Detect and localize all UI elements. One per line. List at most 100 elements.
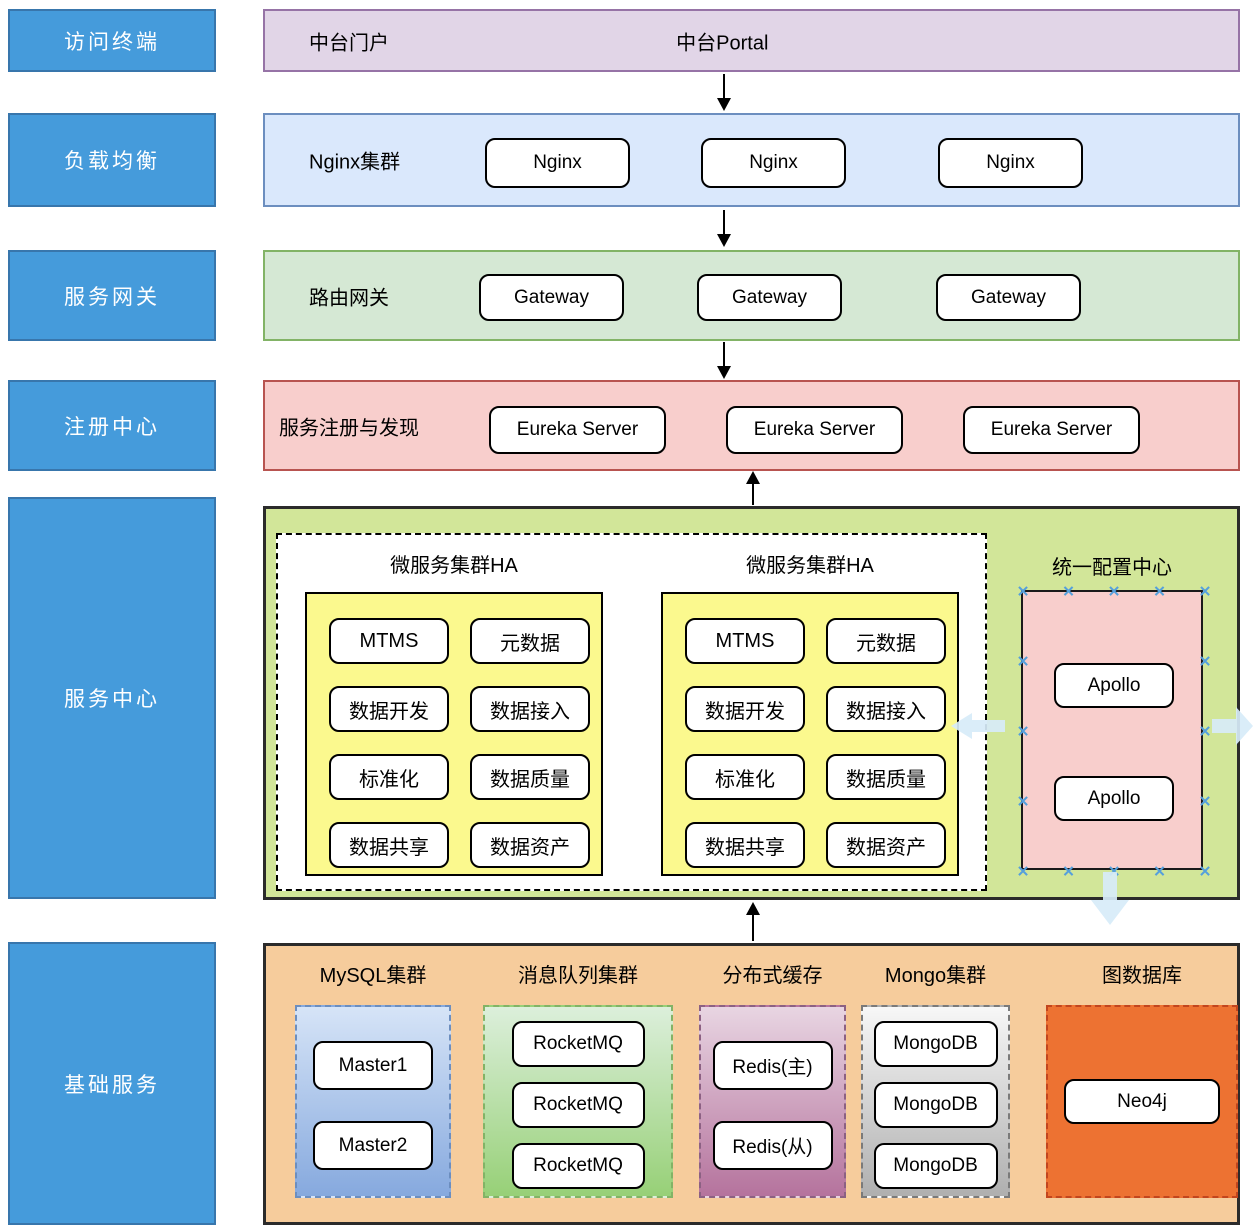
selection-handle-icon[interactable]: ✕ [1153,583,1166,601]
ha-cluster-title: 微服务集群HA [746,555,874,577]
sidebar-label: 负载均衡 [64,150,160,173]
sidebar-label: 服务网关 [64,285,160,309]
lb-row-label: Nginx集群 [309,151,401,174]
portal-bar[interactable]: 中台门户 中台Portal [263,9,1240,72]
flow-arrow-down-icon[interactable] [716,210,732,247]
mysql-cluster-box[interactable]: Master1 Master2 [295,1005,451,1198]
nginx-node[interactable]: Nginx [701,138,846,188]
gateway-node[interactable]: Gateway [479,274,624,321]
ha-cluster-title: 微服务集群HA [390,555,518,577]
mq-cluster-box[interactable]: RocketMQ RocketMQ RocketMQ [483,1005,673,1198]
chip-standardization[interactable]: 标准化 [685,754,805,800]
selection-handle-icon[interactable]: ✕ [1016,723,1030,741]
sidebar-basic-services[interactable]: 基础服务 [8,942,216,1225]
config-sync-arrow-left-icon[interactable] [951,712,1005,740]
config-sync-arrow-down-icon[interactable] [1091,872,1129,926]
chip-data-access[interactable]: 数据接入 [826,686,946,732]
mysql-master1-node[interactable]: Master1 [313,1041,433,1090]
microservice-ha-container[interactable]: 微服务集群HA 微服务集群HA MTMS 元数据 数据开发 数据接入 标准化 数… [276,533,987,891]
chip-data-asset[interactable]: 数据资产 [470,822,590,868]
selection-handle-icon[interactable]: ✕ [1198,793,1212,811]
load-balancer-bar[interactable]: Nginx集群 Nginx Nginx Nginx [263,113,1240,207]
sidebar-registry-center[interactable]: 注册中心 [8,380,216,471]
nginx-node[interactable]: Nginx [485,138,630,188]
flow-arrow-down-icon[interactable] [716,74,732,111]
mq-group-title: 消息队列集群 [518,965,638,987]
gateway-row-label: 路由网关 [309,287,389,309]
mongodb-node[interactable]: MongoDB [873,1082,998,1128]
sidebar-load-balancer[interactable]: 负载均衡 [8,113,216,207]
ha-cluster-box-1[interactable]: MTMS 元数据 数据开发 数据接入 标准化 数据质量 数据共享 数据资产 [305,592,603,876]
rocketmq-node[interactable]: RocketMQ [511,1082,645,1128]
selection-handle-icon[interactable]: ✕ [1016,583,1030,601]
sidebar-service-gateway[interactable]: 服务网关 [8,250,216,341]
chip-data-sharing[interactable]: 数据共享 [685,822,805,868]
selection-handle-icon[interactable]: ✕ [1062,863,1075,881]
selection-handle-icon[interactable]: ✕ [1107,583,1121,601]
rocketmq-node[interactable]: RocketMQ [511,1021,645,1067]
chip-data-asset[interactable]: 数据资产 [826,822,946,868]
chip-data-dev[interactable]: 数据开发 [685,686,805,732]
graphdb-box[interactable]: Neo4j [1046,1005,1238,1198]
selection-handle-icon[interactable]: ✕ [1198,863,1212,881]
registry-bar[interactable]: 服务注册与发现 Eureka Server Eureka Server Eure… [263,380,1240,471]
selection-handle-icon[interactable]: ✕ [1198,653,1212,671]
selection-handle-icon[interactable]: ✕ [1153,863,1166,881]
eureka-node[interactable]: Eureka Server [726,406,903,454]
sidebar-service-center[interactable]: 服务中心 [8,497,216,899]
registry-row-label: 服务注册与发现 [279,417,419,439]
selection-handle-icon[interactable]: ✕ [1062,583,1075,601]
mongodb-node[interactable]: MongoDB [873,1143,998,1189]
redis-cache-box[interactable]: Redis(主) Redis(从) [699,1005,846,1198]
mongo-cluster-box[interactable]: MongoDB MongoDB MongoDB [861,1005,1010,1198]
service-center-area[interactable]: 微服务集群HA 微服务集群HA MTMS 元数据 数据开发 数据接入 标准化 数… [263,506,1240,900]
sidebar-label: 访问终端 [64,30,160,54]
chip-data-sharing[interactable]: 数据共享 [329,822,449,868]
selection-handle-icon[interactable]: ✕ [1016,653,1030,671]
selection-handle-icon[interactable]: ✕ [1016,793,1030,811]
cache-group-title: 分布式缓存 [722,965,823,987]
gateway-node[interactable]: Gateway [936,274,1081,321]
apollo-node[interactable]: Apollo [1054,663,1174,708]
config-center-box[interactable]: Apollo Apollo ✕✕✕✕✕✕✕✕✕✕✕✕✕✕✕✕ [1017,585,1212,880]
eureka-node[interactable]: Eureka Server [963,406,1140,454]
chip-metadata[interactable]: 元数据 [470,618,590,664]
flow-arrow-up-icon[interactable] [745,471,761,505]
mysql-group-title: MySQL集群 [319,965,427,987]
config-sync-arrow-right-icon[interactable] [1212,706,1253,746]
portal-row-label: 中台门户 [309,32,389,54]
redis-master-node[interactable]: Redis(主) [712,1041,833,1090]
selection-handle-icon[interactable]: ✕ [1198,583,1212,601]
redis-slave-node[interactable]: Redis(从) [712,1121,833,1170]
mongo-group-title: Mongo集群 [884,965,987,987]
sidebar-label: 注册中心 [64,415,160,439]
portal-node-label: 中台Portal [676,32,769,54]
nginx-node[interactable]: Nginx [938,138,1083,188]
gateway-node[interactable]: Gateway [697,274,842,321]
apollo-node[interactable]: Apollo [1054,776,1174,821]
sidebar-label: 基础服务 [64,1073,160,1097]
chip-data-dev[interactable]: 数据开发 [329,686,449,732]
sidebar-access-terminal[interactable]: 访问终端 [8,9,216,72]
mysql-master2-node[interactable]: Master2 [313,1121,433,1170]
selection-handle-icon[interactable]: ✕ [1198,723,1212,741]
ha-cluster-box-2[interactable]: MTMS 元数据 数据开发 数据接入 标准化 数据质量 数据共享 数据资产 [661,592,959,876]
chip-data-quality[interactable]: 数据质量 [826,754,946,800]
flow-arrow-down-icon[interactable] [716,342,732,379]
mongodb-node[interactable]: MongoDB [873,1021,998,1067]
rocketmq-node[interactable]: RocketMQ [511,1143,645,1189]
gateway-bar[interactable]: 路由网关 Gateway Gateway Gateway [263,250,1240,341]
chip-mtms[interactable]: MTMS [685,618,805,664]
basic-services-area[interactable]: MySQL集群 消息队列集群 分布式缓存 Mongo集群 图数据库 Master… [263,943,1240,1225]
chip-metadata[interactable]: 元数据 [826,618,946,664]
selection-handle-icon[interactable]: ✕ [1016,863,1030,881]
chip-mtms[interactable]: MTMS [329,618,449,664]
chip-data-quality[interactable]: 数据质量 [470,754,590,800]
neo4j-node[interactable]: Neo4j [1064,1079,1220,1124]
flow-arrow-up-icon[interactable] [745,902,761,941]
graphdb-group-title: 图数据库 [1102,965,1182,987]
chip-data-access[interactable]: 数据接入 [470,686,590,732]
eureka-node[interactable]: Eureka Server [489,406,666,454]
chip-standardization[interactable]: 标准化 [329,754,449,800]
